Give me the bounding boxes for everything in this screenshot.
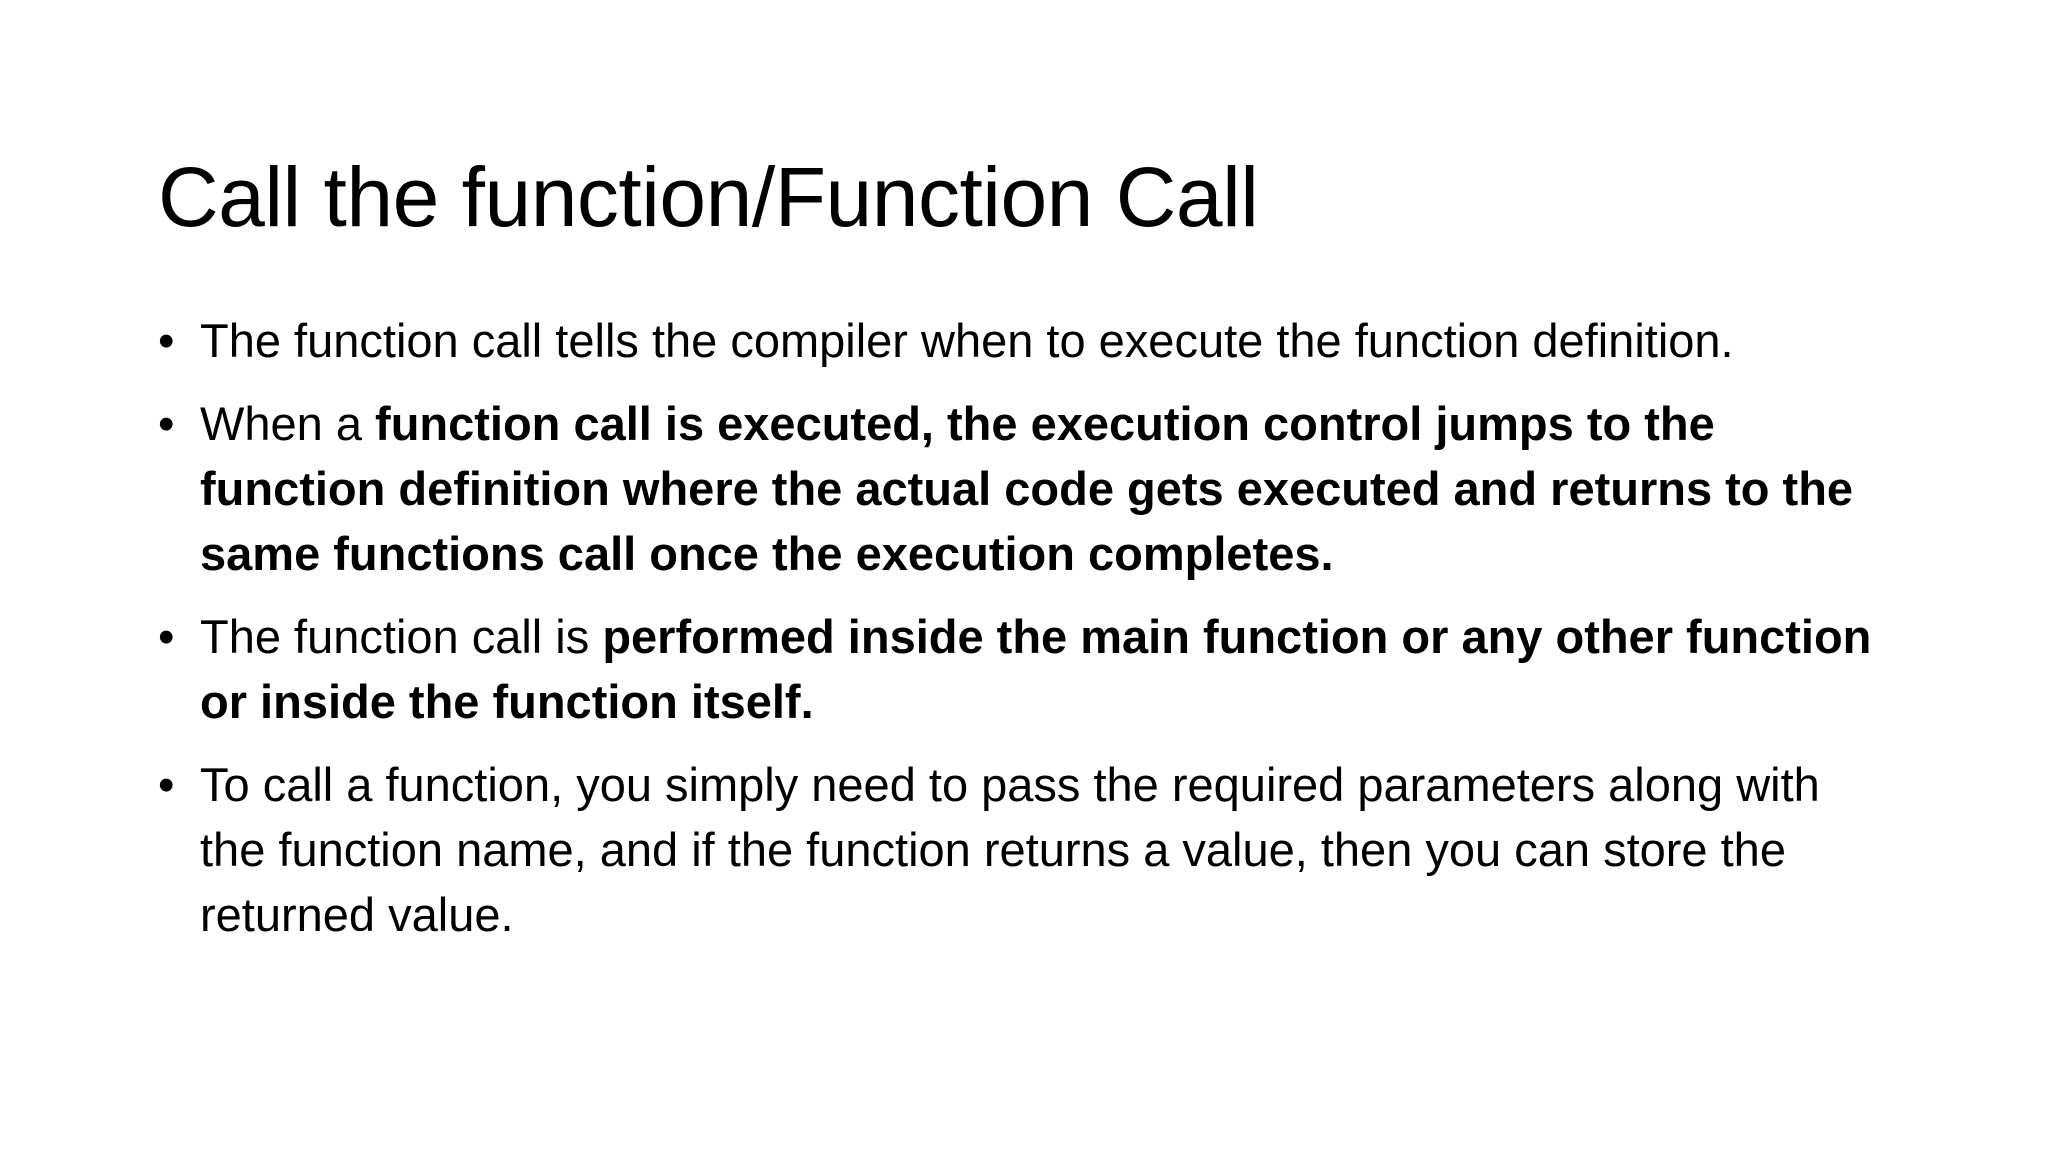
page-title: Call the function/Function Call — [158, 150, 1259, 245]
text-run: The function call is — [200, 610, 603, 663]
text-run: When a — [200, 397, 376, 450]
list-item-text: To call a function, you simply need to p… — [200, 752, 1898, 947]
bullet-point-icon: • — [158, 610, 175, 663]
text-run: To call a function, you simply need to p… — [200, 758, 1820, 941]
text-run-bold: function call is executed, the execution… — [200, 397, 1854, 580]
list-item: • When a function call is executed, the e… — [158, 391, 1898, 586]
list-item-text: The function call tells the compiler whe… — [200, 308, 1898, 373]
text-run-bold: performed inside the main function or an… — [200, 610, 1872, 728]
list-item-text: When a function call is executed, the ex… — [200, 391, 1898, 586]
list-item: • To call a function, you simply need to … — [158, 752, 1898, 947]
bullet-point-icon: • — [158, 397, 175, 450]
list-item: • The function call is performed inside t… — [158, 604, 1898, 734]
list-item-text: The function call is performed inside th… — [200, 604, 1898, 734]
bullet-point-icon: • — [158, 314, 175, 367]
text-run: The function call tells the compiler whe… — [200, 314, 1734, 367]
bullet-list: • The function call tells the compiler wh… — [158, 308, 1898, 947]
bullet-point-icon: • — [158, 758, 175, 811]
list-item: • The function call tells the compiler wh… — [158, 308, 1898, 373]
